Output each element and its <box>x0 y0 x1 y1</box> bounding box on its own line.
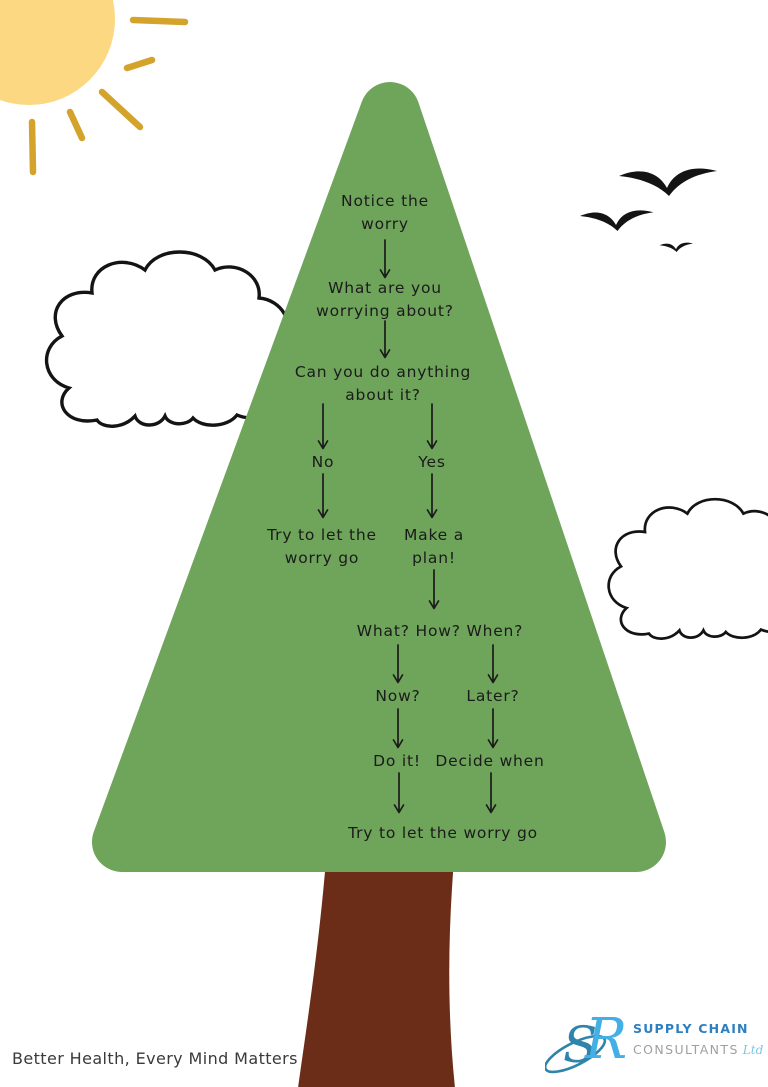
flow-node-now: Now? <box>375 687 421 705</box>
footer-tagline: Better Health, Every Mind Matters <box>12 1049 298 1068</box>
flow-arrow <box>379 320 391 359</box>
flow-arrow <box>428 569 440 610</box>
logo-name-line1: SUPPLY CHAIN <box>633 1021 749 1036</box>
logo-letter-s: S <box>563 1016 597 1074</box>
flow-arrow <box>317 403 329 450</box>
flow-node-no: No <box>311 453 335 471</box>
sun-rays <box>28 16 189 176</box>
birds <box>580 168 717 252</box>
bird-icon <box>580 210 654 231</box>
flow-arrow <box>485 772 497 814</box>
flow-node-what-worrying: What are you worrying about? <box>316 279 454 320</box>
flow-arrows <box>317 239 499 814</box>
logo-monogram-icon: S R <box>545 1007 627 1074</box>
flow-arrow <box>487 708 499 749</box>
bird-icon <box>619 168 717 196</box>
logo-flourish <box>545 1034 607 1074</box>
cloud-icon <box>607 497 768 640</box>
logo-suffix: Ltd <box>742 1043 764 1057</box>
flow-node-decide-when: Decide when <box>435 752 545 770</box>
flow-arrow <box>379 239 391 279</box>
tree-trunk <box>298 860 455 1087</box>
sun-icon <box>0 0 189 176</box>
flow-arrow <box>487 644 499 684</box>
flow-node-can-you-do: Can you do anything about it? <box>294 363 472 404</box>
flow-arrow <box>392 708 404 749</box>
flow-node-do-it: Do it! <box>373 752 421 770</box>
logo-consultants: CONSULTANTS <box>633 1042 739 1057</box>
flow-arrow <box>317 473 329 519</box>
flow-node-notice-worry: Notice the worry <box>341 192 429 233</box>
flow-node-make-plan: Make a plan! <box>403 526 465 567</box>
flow-node-later: Later? <box>466 687 520 705</box>
logo-letter-r: R <box>584 1007 627 1072</box>
flow-arrow <box>426 473 438 519</box>
flow-arrow <box>426 403 438 450</box>
flow-node-yes: Yes <box>418 453 446 471</box>
flow-arrow <box>393 772 405 814</box>
flow-node-let-worry-go: Try to let the worry go <box>267 526 377 567</box>
flow-arrow <box>392 644 404 684</box>
bird-icon <box>659 242 693 252</box>
tree-canopy <box>92 82 666 872</box>
sun-disc <box>0 0 115 105</box>
flow-node-what-how-when: What? How? When? <box>356 622 524 640</box>
flow-node-let-worry-go-final: Try to let the worry go <box>348 824 538 842</box>
